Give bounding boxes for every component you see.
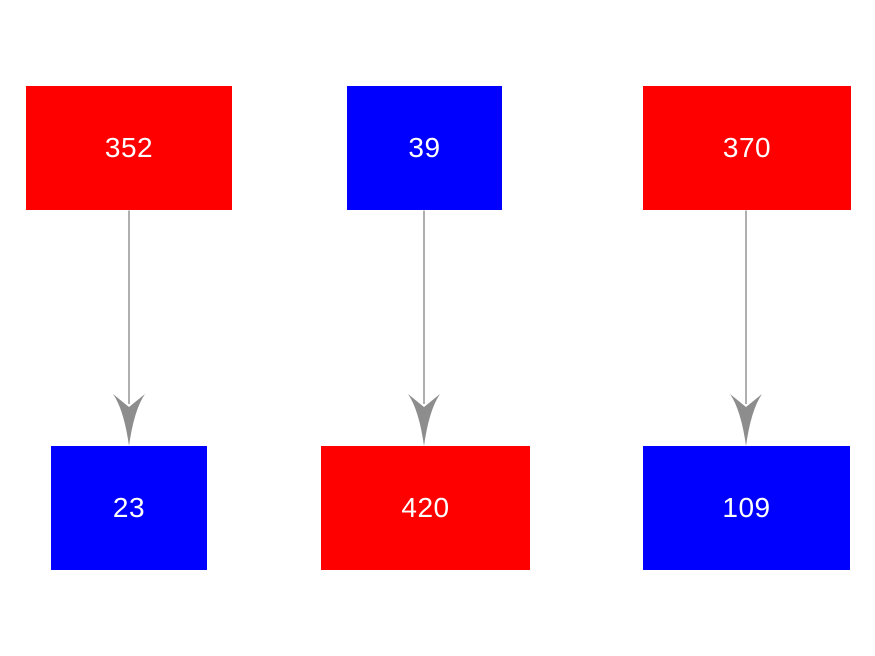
arrow-head-down-icon bbox=[408, 394, 440, 446]
node-value: 370 bbox=[722, 132, 772, 163]
arrow-head-down-icon bbox=[113, 394, 145, 446]
arrow-head-down-icon bbox=[730, 394, 762, 446]
node-value: 23 bbox=[112, 492, 146, 523]
arrow-top-middle-to-bottom-middle bbox=[408, 210, 440, 446]
node-top-right: 370 bbox=[643, 86, 851, 210]
node-bottom-middle: 420 bbox=[321, 446, 530, 570]
node-bottom-right: 109 bbox=[643, 446, 850, 570]
node-bottom-left: 23 bbox=[51, 446, 207, 570]
node-top-left: 352 bbox=[26, 86, 232, 210]
arrow-top-left-to-bottom-left bbox=[113, 210, 145, 446]
node-top-middle: 39 bbox=[347, 86, 502, 210]
node-value: 420 bbox=[401, 492, 450, 523]
node-value: 352 bbox=[104, 132, 154, 163]
node-value: 109 bbox=[722, 492, 771, 523]
arrow-top-right-to-bottom-right bbox=[730, 210, 762, 446]
node-value: 39 bbox=[408, 132, 441, 163]
